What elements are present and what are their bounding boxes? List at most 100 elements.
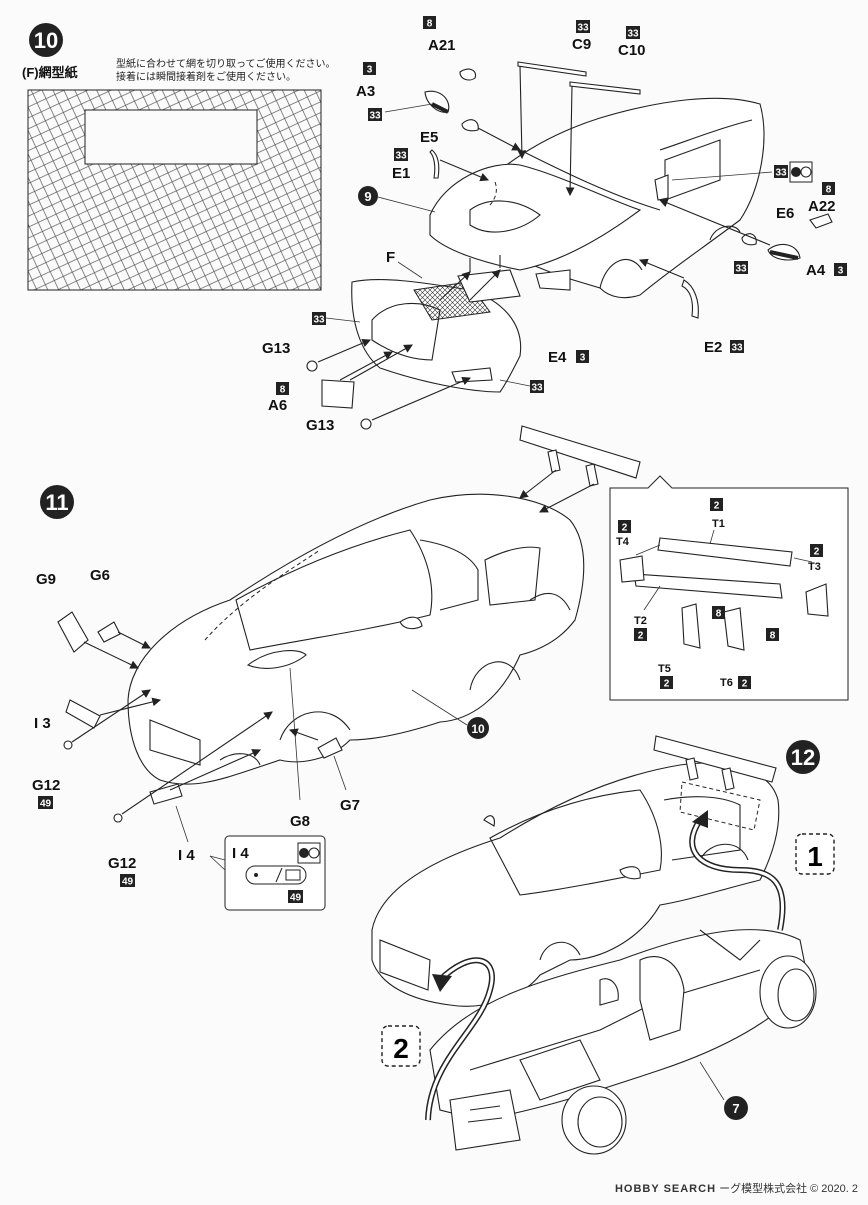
step-12-number: 12 — [786, 740, 820, 774]
svg-text:2: 2 — [638, 631, 644, 642]
badge-2-t6: 2 — [738, 676, 751, 690]
badge-3-a3: 3 — [363, 62, 376, 76]
label-e5: E5 — [420, 129, 438, 146]
svg-text:1: 1 — [807, 841, 823, 872]
mirror-e5 — [461, 119, 521, 151]
part-e1 — [429, 149, 490, 182]
svg-text:7: 7 — [732, 1101, 739, 1116]
label-i4: I 4 — [178, 847, 195, 864]
badge-2-t2: 2 — [634, 628, 647, 642]
i4-detail-box: I 4 — [209, 835, 326, 911]
mirror-a21 — [459, 68, 477, 81]
svg-text:3: 3 — [838, 266, 844, 277]
label-c10: C10 — [618, 42, 646, 59]
badge-33-bumper: 33 — [312, 312, 326, 326]
svg-text:33: 33 — [395, 151, 407, 162]
svg-text:9: 9 — [364, 189, 371, 204]
label-e1: E1 — [392, 165, 410, 182]
svg-text:2: 2 — [714, 501, 720, 512]
badge-3-e4: 3 — [576, 350, 589, 364]
wiper-c10 — [565, 81, 641, 197]
bracket-parts — [439, 255, 521, 303]
label-g7: G7 — [340, 797, 360, 814]
svg-text:33: 33 — [313, 315, 325, 326]
label-g13-b: G13 — [306, 417, 334, 434]
svg-text:12: 12 — [791, 745, 815, 770]
badge-49-g12b: 49 — [120, 874, 135, 888]
svg-text:8: 8 — [826, 185, 832, 196]
label-t5: T5 — [658, 663, 671, 675]
label-i4-detail: I 4 — [232, 845, 249, 862]
mesh-note-2: 接着には瞬間接着剤をご使用ください。 — [116, 70, 296, 83]
label-e2: E2 — [704, 339, 722, 356]
label-t4: T4 — [616, 536, 630, 548]
badge-33-dots: 33 — [774, 165, 788, 179]
part-e2 — [638, 258, 699, 319]
light-g13-a — [306, 338, 372, 372]
label-g12-a: G12 — [32, 777, 60, 794]
label-e4: E4 — [548, 349, 567, 366]
svg-text:33: 33 — [577, 23, 589, 34]
svg-text:2: 2 — [622, 523, 628, 534]
badge-8-t5-a: 8 — [712, 606, 725, 620]
mirror-a22 — [809, 213, 833, 229]
light-g12-a — [63, 689, 151, 750]
badge-33-a3: 33 — [368, 108, 382, 122]
badge-8-t6: 8 — [766, 628, 779, 642]
label-g9: G9 — [36, 571, 56, 588]
hobby-search-logo: HOBBY SEARCH — [614, 1183, 717, 1195]
svg-text:10: 10 — [471, 722, 485, 736]
svg-text:49: 49 — [122, 877, 134, 888]
svg-text:33: 33 — [731, 343, 743, 354]
badge-8-a22: 8 — [822, 182, 835, 196]
mesh-note-1: 型紙に合わせて網を切り取ってご使用ください。 — [116, 57, 336, 70]
rear-wing-step12 — [653, 735, 777, 831]
callout-10: 10 — [411, 689, 489, 739]
chassis — [429, 929, 817, 1155]
mesh-pattern — [27, 89, 322, 291]
svg-text:8: 8 — [770, 631, 776, 642]
label-g6: G6 — [90, 567, 110, 584]
label-t2: T2 — [634, 615, 647, 627]
badge-8-a21: 8 — [423, 16, 436, 30]
badge-2-t1: 2 — [710, 498, 723, 512]
label-e6: E6 — [776, 205, 794, 222]
footer-watermark: HOBBY SEARCH ーグ模型株式会社 © 2020. 2 — [615, 1180, 858, 1196]
svg-text:33: 33 — [735, 264, 747, 275]
wing-detail-box — [609, 475, 849, 701]
mirror-a4 — [658, 198, 801, 261]
svg-text:8: 8 — [427, 19, 433, 30]
label-t1: T1 — [712, 518, 725, 530]
badge-33-c10: 33 — [626, 26, 640, 40]
insert-arrow-2 — [425, 957, 495, 1121]
label-t6: T6 — [720, 677, 733, 689]
badge-33-e4: 33 — [530, 380, 544, 394]
boxed-step-2: 2 — [381, 1025, 421, 1067]
svg-text:49: 49 — [40, 799, 52, 810]
svg-text:8: 8 — [716, 609, 722, 620]
label-c9: C9 — [572, 36, 591, 53]
label-a22: A22 — [808, 198, 836, 215]
label-g8: G8 — [290, 813, 310, 830]
svg-text:2: 2 — [814, 547, 820, 558]
mirror-e6 — [741, 233, 757, 246]
step11-car-body — [127, 493, 585, 785]
svg-text:2: 2 — [393, 1033, 409, 1064]
step12-car-body — [371, 762, 780, 1007]
label-t3: T3 — [808, 561, 821, 573]
svg-text:33: 33 — [627, 29, 639, 40]
label-a6: A6 — [268, 397, 287, 414]
svg-text:49: 49 — [290, 893, 302, 904]
plate-a6 — [321, 344, 413, 409]
callout-7: 7 — [699, 1061, 748, 1120]
light-g9 — [57, 611, 139, 669]
svg-text:33: 33 — [531, 383, 543, 394]
label-a21: A21 — [428, 37, 456, 54]
svg-text:2: 2 — [742, 679, 748, 690]
label-a3: A3 — [356, 83, 375, 100]
step-11-number: 11 — [40, 485, 74, 519]
svg-text:2: 2 — [664, 679, 670, 690]
label-f: F — [386, 249, 395, 266]
badge-3-a4: 3 — [834, 263, 847, 277]
